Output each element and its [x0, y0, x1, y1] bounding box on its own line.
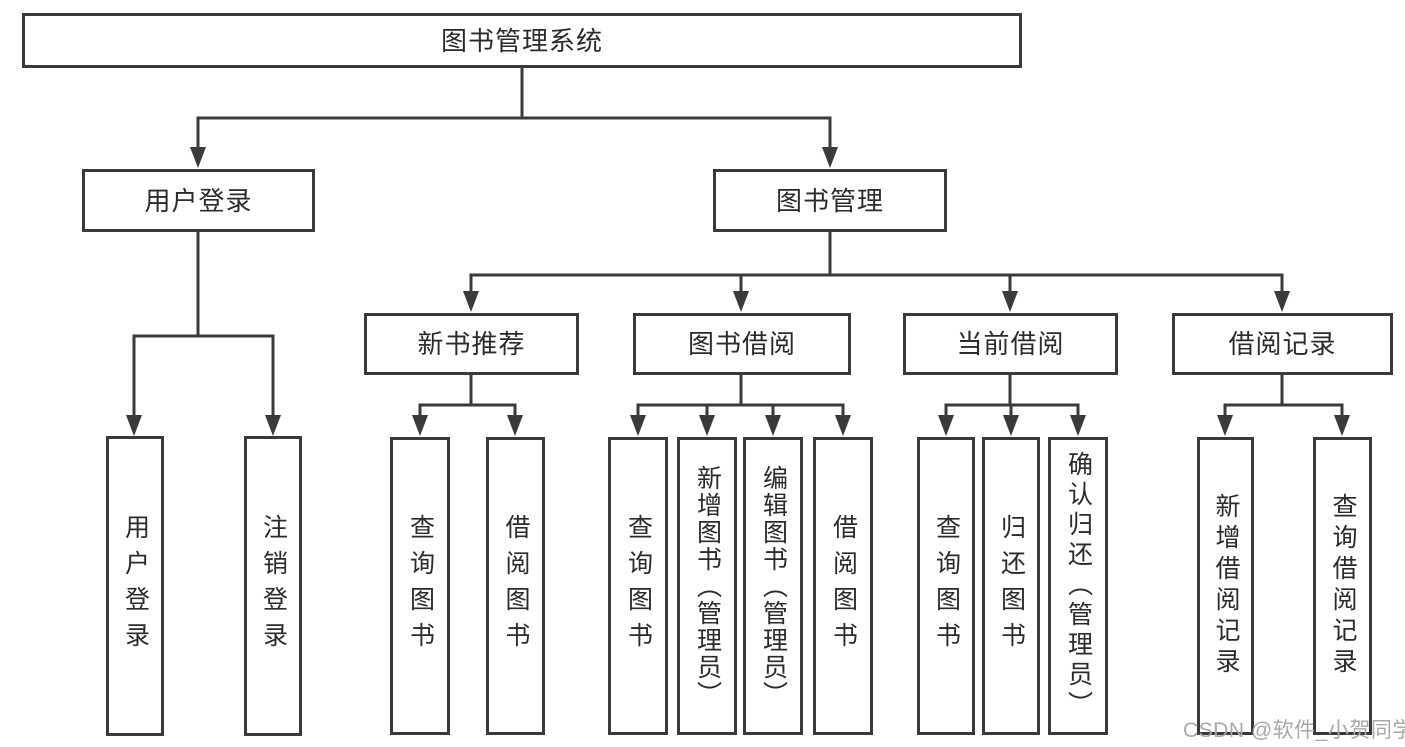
node-book-borrow: 图书借阅 [633, 313, 851, 375]
node-label: 当前借阅 [956, 329, 1065, 359]
node-label: 编辑图书（管理员） [759, 464, 788, 708]
node-label: 查询图书 [406, 514, 435, 658]
node-user-login: 用户登录 [82, 169, 315, 232]
node-label: 借阅记录 [1228, 329, 1337, 359]
leaf-query-borrow-record: 查询借阅记录 [1313, 437, 1372, 735]
node-new-book-recommend: 新书推荐 [364, 313, 579, 375]
leaf-query-books-bb: 查询图书 [608, 437, 668, 735]
node-label: 新增图书（管理员） [693, 464, 722, 708]
node-label: 查询图书 [624, 514, 653, 658]
node-label: 图书管理 [775, 185, 884, 216]
node-label: 图书借阅 [687, 329, 796, 359]
leaf-add-borrow-record: 新增借阅记录 [1197, 437, 1254, 735]
node-label: 图书管理系统 [440, 25, 603, 56]
node-library-system: 图书管理系统 [22, 13, 1022, 68]
node-current-borrow: 当前借阅 [903, 313, 1118, 375]
node-borrow-records: 借阅记录 [1172, 313, 1393, 375]
leaf-return-books: 归还图书 [982, 437, 1040, 735]
leaf-query-books-cb: 查询图书 [917, 437, 975, 735]
leaf-add-books-admin: 新增图书（管理员） [677, 437, 737, 735]
leaf-logout: 注销登录 [244, 436, 302, 736]
node-book-management: 图书管理 [713, 169, 947, 232]
node-label: 借阅图书 [829, 514, 858, 658]
node-label: 新书推荐 [417, 329, 526, 359]
node-label: 用户登录 [121, 514, 150, 658]
leaf-borrow-books-nb: 借阅图书 [486, 437, 545, 735]
leaf-borrow-books-bb: 借阅图书 [813, 437, 873, 735]
leaf-query-books-nb: 查询图书 [390, 437, 450, 735]
leaf-edit-books-admin: 编辑图书（管理员） [743, 437, 803, 735]
arrowheads [126, 147, 1350, 436]
leaf-confirm-return-admin: 确认归还（管理员） [1048, 437, 1108, 735]
node-label: 注销登录 [259, 514, 288, 658]
node-label: 新增借阅记录 [1212, 493, 1240, 679]
node-label: 借阅图书 [502, 514, 530, 658]
node-label: 查询借阅记录 [1329, 493, 1357, 679]
leaf-user-login: 用户登录 [106, 436, 164, 736]
csdn-watermark: CSDN @软件_小贺同学 [1183, 719, 1405, 742]
node-label: 查询图书 [932, 514, 961, 658]
node-label: 归还图书 [997, 514, 1026, 658]
node-label: 确认归还（管理员） [1064, 451, 1093, 721]
node-label: 用户登录 [144, 185, 253, 216]
